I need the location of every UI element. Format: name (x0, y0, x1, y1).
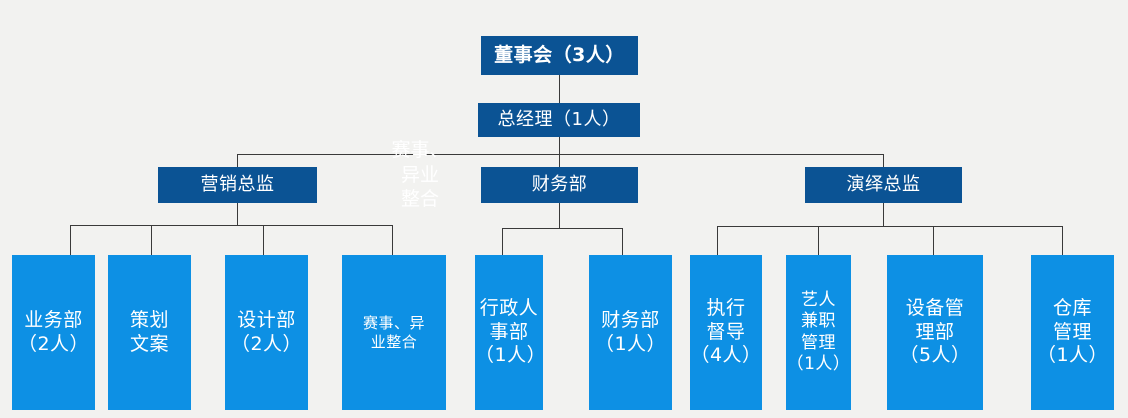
connector-bus-to-finance (559, 154, 560, 167)
connector-finance-bus (502, 228, 622, 229)
connector-gm-stem (559, 137, 560, 154)
connector-finance-stem (559, 203, 560, 228)
node-execution-supervisor[interactable]: 执行 督导 （4人） (690, 255, 762, 410)
node-finance-dept-leaf[interactable]: 财务部 （1人） (589, 255, 672, 410)
connector-marketing-stem (237, 203, 238, 225)
node-general-manager[interactable]: 总经理（1人） (478, 103, 640, 137)
node-performance-director[interactable]: 演绎总监 (805, 167, 962, 203)
connector-marketing-to-events (392, 225, 393, 255)
node-planning-copywriting[interactable]: 策划 文案 (108, 255, 191, 410)
connector-finance-to-admin (502, 228, 503, 255)
connector-performance-to-warehouse (1062, 226, 1063, 255)
connector-marketing-to-planning (151, 225, 152, 255)
connector-marketing-bus (70, 225, 392, 226)
connector-marketing-to-design (263, 225, 264, 255)
connector-performance-stem (883, 203, 884, 226)
node-warehouse-mgmt[interactable]: 仓库 管理 （1人） (1031, 255, 1114, 410)
node-events-crossindustry[interactable]: 赛事、异 业整合 (342, 255, 446, 410)
connector-performance-to-equipment (933, 226, 934, 255)
node-admin-hr-dept[interactable]: 行政人 事部 （1人） (475, 255, 546, 410)
node-artist-parttime-mgmt[interactable]: 艺人 兼职 管理 （1人） (786, 255, 851, 410)
node-finance-dept[interactable]: 财务部 (481, 167, 638, 203)
node-equipment-mgmt-dept[interactable]: 设备管 理部 （5人） (887, 255, 983, 410)
watermark-events-crossindustry: 赛事、 异业 整合 (391, 139, 449, 211)
node-marketing-director[interactable]: 营销总监 (158, 167, 317, 203)
connector-marketing-to-business (70, 225, 71, 255)
connector-bus-to-performance (883, 154, 884, 167)
connector-bus-to-marketing (237, 154, 238, 167)
connector-performance-to-execution (717, 226, 718, 255)
connector-finance-to-financeleaf (622, 228, 623, 255)
node-board[interactable]: 董事会（3人） (481, 36, 638, 75)
connector-board-to-gm (559, 75, 560, 105)
node-business-dept[interactable]: 业务部 （2人） (12, 255, 95, 410)
connector-tier2-bus (237, 154, 883, 155)
connector-performance-to-artist (818, 226, 819, 255)
connector-performance-bus (717, 226, 1062, 227)
node-design-dept[interactable]: 设计部 （2人） (225, 255, 308, 410)
